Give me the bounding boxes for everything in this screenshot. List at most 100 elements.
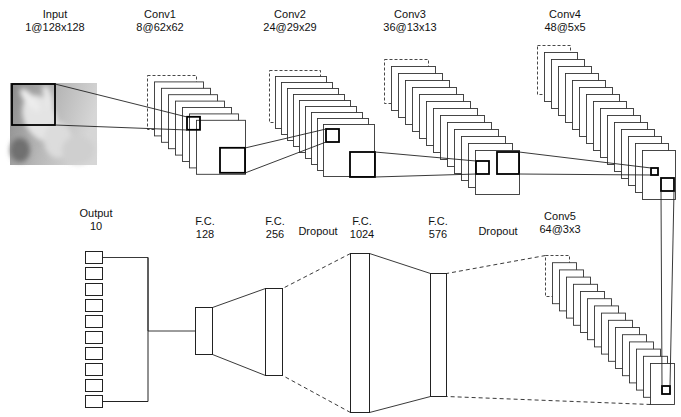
layer-size: 256 (265, 228, 285, 241)
layer-shape (147, 75, 246, 175)
layer-name: F.C. (428, 215, 448, 228)
layer-name: Conv1 (136, 8, 183, 21)
layer-shape (269, 70, 375, 177)
layer-label: F.C.1024 (350, 215, 374, 241)
layer-name: Conv2 (263, 8, 316, 21)
output-unit (86, 284, 103, 296)
layer-stack: Conv564@3x3 (545, 255, 675, 405)
image-frame (10, 83, 97, 165)
layer-shape (265, 288, 283, 376)
dense-bar (266, 289, 283, 376)
layer-label: Conv224@29x29 (263, 8, 316, 34)
layer-label: F.C.128 (195, 215, 215, 241)
feature-map (197, 120, 246, 174)
receptive-field (350, 152, 375, 177)
connection-line (213, 289, 266, 308)
connection-line (103, 258, 196, 332)
layer-shape (10, 83, 97, 165)
target-field (326, 129, 339, 142)
output-unit (86, 332, 103, 344)
layer-stack: Conv18@62x62 (147, 75, 246, 175)
output-unit (86, 268, 103, 280)
layer-label: Conv336@13x13 (383, 8, 436, 34)
feature-map (324, 125, 375, 177)
layer-name: F.C. (350, 215, 374, 228)
output-unit (86, 252, 103, 264)
connection (447, 256, 651, 405)
dense-bar (196, 308, 213, 355)
feature-map (651, 364, 675, 405)
layer-stack: Conv224@29x29 (269, 70, 375, 177)
connection (370, 254, 431, 413)
target-field (662, 386, 670, 394)
layer-size: 36@13x13 (383, 21, 436, 34)
layer-shape (195, 307, 213, 355)
feature-map (643, 151, 676, 200)
connection-line (370, 397, 431, 413)
layer-label: F.C.576 (428, 215, 448, 241)
layer-name: Output (79, 207, 112, 220)
layer-size: 128 (195, 228, 215, 241)
connection-line (670, 191, 674, 386)
layer-label: Conv18@62x62 (136, 8, 183, 34)
dense-layer: F.C.128 (195, 307, 213, 355)
output-unit (86, 380, 103, 392)
layer-name: Conv3 (383, 8, 436, 21)
layer-label: Conv448@5x5 (544, 8, 585, 34)
dense-layer: F.C.256 (265, 288, 283, 376)
hand-shape (10, 84, 94, 164)
dropout-label: Dropout (476, 225, 519, 238)
connection-line (447, 256, 546, 274)
dropout-label: Dropout (296, 225, 339, 238)
layer-shape (545, 255, 675, 405)
dense-bar (351, 254, 370, 413)
layer-name: Input (25, 8, 85, 21)
feature-map (476, 151, 520, 195)
output-unit (86, 300, 103, 312)
output-bracket (103, 258, 148, 402)
layer-label: F.C.256 (265, 215, 285, 241)
layer-size: 10 (79, 220, 112, 233)
layer-size: 1@128x128 (25, 21, 85, 34)
dense-layer: F.C.576 (430, 273, 447, 397)
layer-size: 24@29x29 (263, 21, 316, 34)
dense-layer: F.C.1024 (350, 253, 370, 413)
output-unit (86, 364, 103, 376)
receptive-field (661, 178, 674, 191)
output-unit (86, 396, 103, 408)
layer-size: 576 (428, 228, 448, 241)
output-layer: Output10 (85, 251, 103, 408)
connection-line (447, 397, 651, 405)
connection-line (283, 254, 351, 289)
photo-ground (10, 83, 97, 165)
layer-size: 64@3x3 (539, 223, 580, 236)
target-field (651, 168, 658, 175)
layer-label: Input1@128x128 (25, 8, 85, 34)
connection (213, 289, 266, 376)
layer-stack: Conv448@5x5 (537, 45, 676, 200)
output-unit (86, 348, 103, 360)
connection-line (370, 254, 431, 274)
layer-shape (350, 253, 370, 413)
connection-line (283, 376, 351, 413)
layer-name: Conv5 (539, 210, 580, 223)
receptive-field (497, 152, 519, 174)
target-field (187, 117, 200, 130)
layer-label: Conv564@3x3 (539, 210, 580, 236)
layer-name: F.C. (195, 215, 215, 228)
output-unit (86, 316, 103, 328)
layer-label: Output10 (79, 207, 112, 233)
layer-shape (430, 273, 447, 397)
input-image: Input1@128x128 (10, 83, 97, 165)
connection-line (213, 355, 266, 376)
layer-shape (537, 45, 676, 200)
target-field (476, 161, 489, 174)
layer-shape (85, 251, 103, 408)
connection (103, 258, 196, 332)
layer-name: Conv4 (544, 8, 585, 21)
connection (283, 254, 351, 413)
layer-size: 1024 (350, 228, 374, 241)
dense-bar (431, 274, 447, 397)
